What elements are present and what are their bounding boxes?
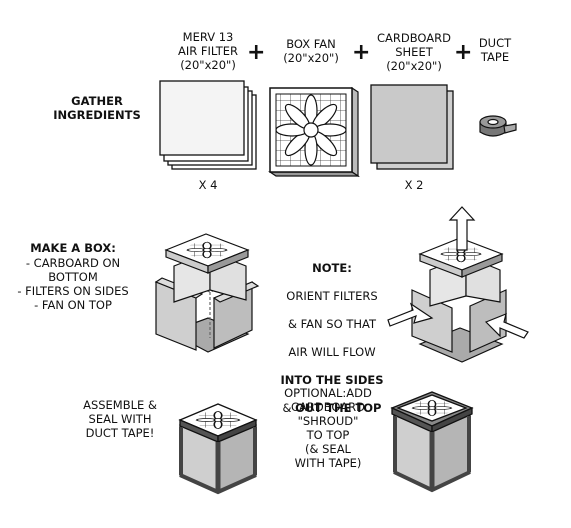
note-line-3: AIR WILL FLOW	[288, 345, 376, 359]
air-filter-stack-icon	[159, 80, 257, 170]
arrow-up-out-icon	[448, 206, 476, 251]
plus-sign-2: +	[352, 40, 371, 65]
plus-sign-3: +	[454, 40, 473, 65]
cardboard-sheet-label: CARDBOARD SHEET (20"x20")	[377, 31, 451, 73]
air-filter-label: MERV 13 AIR FILTER (20"x20")	[177, 30, 238, 72]
cardboard-sheet-icon	[370, 84, 454, 170]
filter-quantity: X 4	[198, 178, 218, 192]
note-amp: &	[282, 401, 296, 415]
cardboard-quantity: X 2	[404, 178, 424, 192]
box-airflow-view-right	[411, 237, 507, 363]
optional-shroud-text: OPTIONAL:ADD CARDBOARD "SHROUD" TO TOP (…	[284, 386, 372, 470]
note-line-2: & FAN SO THAT	[288, 317, 376, 331]
make-box-heading: MAKE A BOX:	[30, 241, 116, 255]
duct-tape-label: DUCT TAPE	[478, 36, 512, 64]
assembled-box-icon	[178, 403, 258, 495]
note-block: NOTE: ORIENT FILTERS & FAN SO THAT AIR W…	[270, 247, 394, 429]
box-fan-icon	[268, 86, 360, 178]
arrow-in-right-icon	[484, 313, 529, 339]
note-heading: NOTE:	[312, 261, 352, 275]
shrouded-box-icon	[390, 391, 474, 493]
note-line-1: ORIENT FILTERS	[286, 289, 378, 303]
box-fan-label: BOX FAN (20"x20")	[283, 37, 339, 65]
gather-ingredients-heading: GATHER INGREDIENTS	[53, 94, 141, 122]
assemble-text: ASSEMBLE & SEAL WITH DUCT TAPE!	[83, 398, 157, 440]
box-exploded-view-left	[154, 233, 260, 353]
plus-sign-1: +	[247, 40, 266, 65]
arrow-in-left-icon	[387, 302, 434, 327]
note-bold-1: INTO THE SIDES	[280, 373, 384, 387]
duct-tape-icon	[479, 115, 517, 137]
note-bold-2: OUT THE TOP	[295, 401, 382, 415]
make-box-steps: - CARBOARD ON BOTTOM - FILTERS ON SIDES …	[17, 256, 129, 312]
